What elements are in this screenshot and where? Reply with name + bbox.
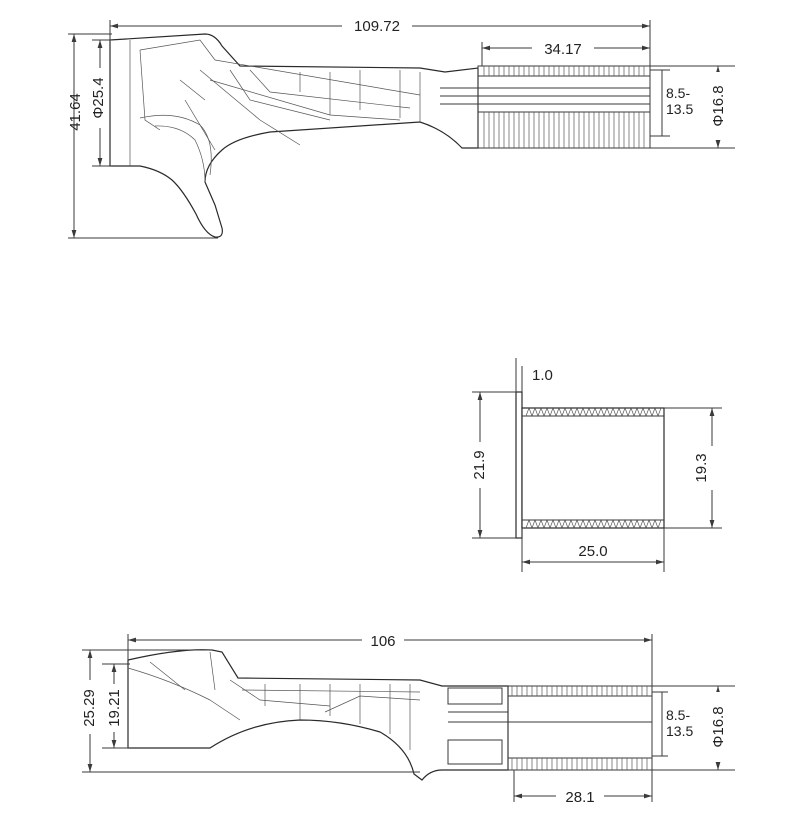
dim-bottom-range-top: 8.5- (666, 707, 690, 723)
dim-bottom-height-outer: 25.29 (81, 689, 98, 727)
dim-top-grip-length: 34.17 (544, 41, 582, 58)
bottom-view-dimensions: 106 25.29 19.21 8.5- 13.5 Φ16.8 (78, 630, 735, 806)
dim-sleeve-outer: 21.9 (471, 450, 488, 479)
bottom-view-body (127, 649, 509, 781)
top-view-body (109, 33, 479, 238)
dim-sleeve-inner: 19.3 (693, 453, 710, 482)
dim-bottom-height-inner: 19.21 (106, 689, 123, 727)
top-view-grip (440, 65, 651, 149)
dim-sleeve-length: 25.0 (578, 543, 607, 560)
dim-top-grip-diameter: Φ16.8 (710, 85, 727, 126)
top-view-dimensions: 109.72 34.17 41.64 Φ25.4 8.5- 13.5 Φ16.8 (67, 14, 735, 239)
dim-bottom-grip-length: 28.1 (565, 789, 594, 806)
bottom-view: 106 25.29 19.21 8.5- 13.5 Φ16.8 (78, 630, 735, 806)
dim-bottom-range-bottom: 13.5 (666, 723, 693, 739)
sleeve-view: 1.0 21.9 19.3 25.0 (466, 358, 722, 572)
sleeve-thread-wave (525, 407, 662, 417)
dim-top-range-top: 8.5- (666, 85, 690, 101)
top-view: 109.72 34.17 41.64 Φ25.4 8.5- 13.5 Φ16.8 (67, 14, 735, 239)
sleeve-body (521, 407, 665, 529)
sleeve-flange (515, 391, 523, 539)
dim-top-range-bottom: 13.5 (666, 101, 693, 117)
dim-bottom-length: 106 (370, 633, 395, 650)
bottom-view-facets (127, 651, 421, 750)
dim-bottom-grip-diameter: Φ16.8 (710, 706, 727, 747)
bottom-view-grip (447, 685, 653, 771)
dim-top-height: 41.64 (67, 93, 84, 131)
sleeve-dimensions: 1.0 21.9 19.3 25.0 (466, 358, 722, 572)
dim-top-bore: Φ25.4 (90, 77, 107, 118)
thread-ridges (483, 66, 645, 148)
sleeve-thread (525, 407, 662, 529)
dim-top-length: 109.72 (354, 18, 400, 35)
top-view-facets (129, 39, 421, 183)
sleeve-thread-wave (525, 519, 662, 529)
dim-sleeve-flange: 1.0 (532, 367, 553, 384)
thread-ridges (511, 686, 648, 770)
